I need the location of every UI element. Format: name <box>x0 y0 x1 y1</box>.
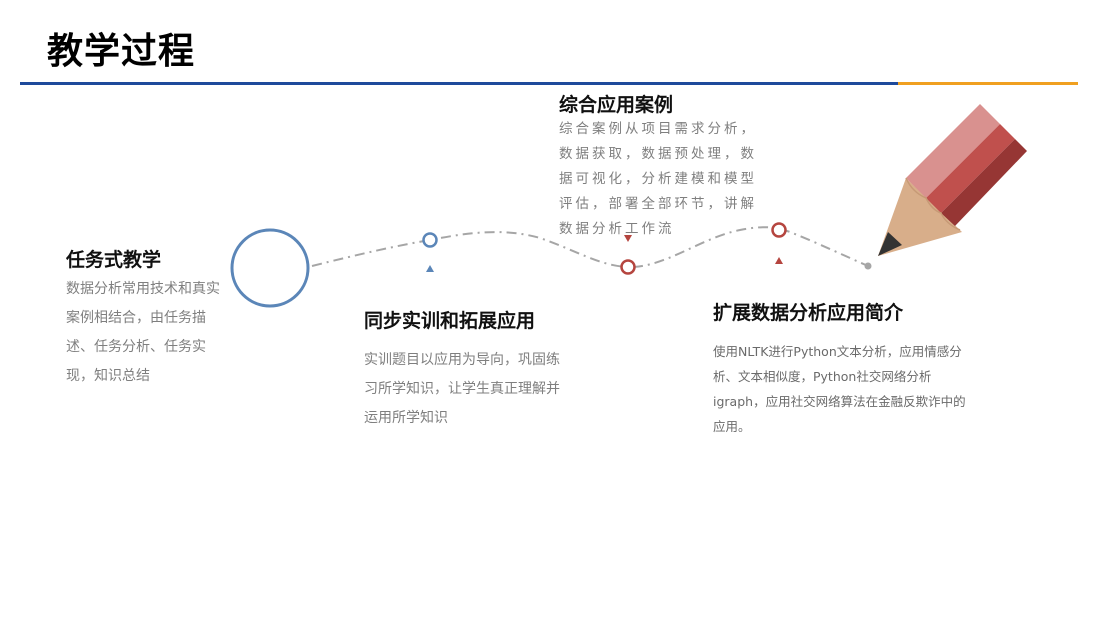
stage-1-desc: 数据分析常用技术和真实案例相结合，由任务描述、任务分析、任务实现，知识总结 <box>66 281 220 384</box>
stage-4-desc: 使用NLTK进行Python文本分析，应用情感分析、文本相似度，Python社交… <box>713 344 966 434</box>
stage-4-title: 扩展数据分析应用简介 <box>713 302 904 324</box>
node-stage-3-pointer <box>624 235 632 242</box>
node-stage-2 <box>422 232 438 248</box>
stage-3-title: 综合应用案例 <box>559 94 674 116</box>
node-stage-2-pointer <box>426 265 434 272</box>
page-title: 教学过程 <box>47 31 196 72</box>
node-stage-4 <box>771 222 787 238</box>
stage-2-title: 同步实训和拓展应用 <box>364 310 536 332</box>
node-stage-3 <box>620 259 636 275</box>
node-stage-4-pointer <box>775 257 783 264</box>
stage-1-title: 任务式教学 <box>66 249 162 271</box>
stage-2-desc: 实训题目以应用为导向，巩固练习所学知识，让学生真正理解并运用所学知识 <box>364 352 560 426</box>
title-rule-orange <box>898 82 1078 85</box>
stage-3-desc: 综合案例从项目需求分析，数据获取，数据预处理，数据可视化，分析建模和模型评估，部… <box>559 121 757 237</box>
pencil-icon <box>878 104 1027 256</box>
main-circle <box>230 228 310 308</box>
title-rule-blue <box>20 82 898 85</box>
path-end-dot <box>864 262 872 270</box>
